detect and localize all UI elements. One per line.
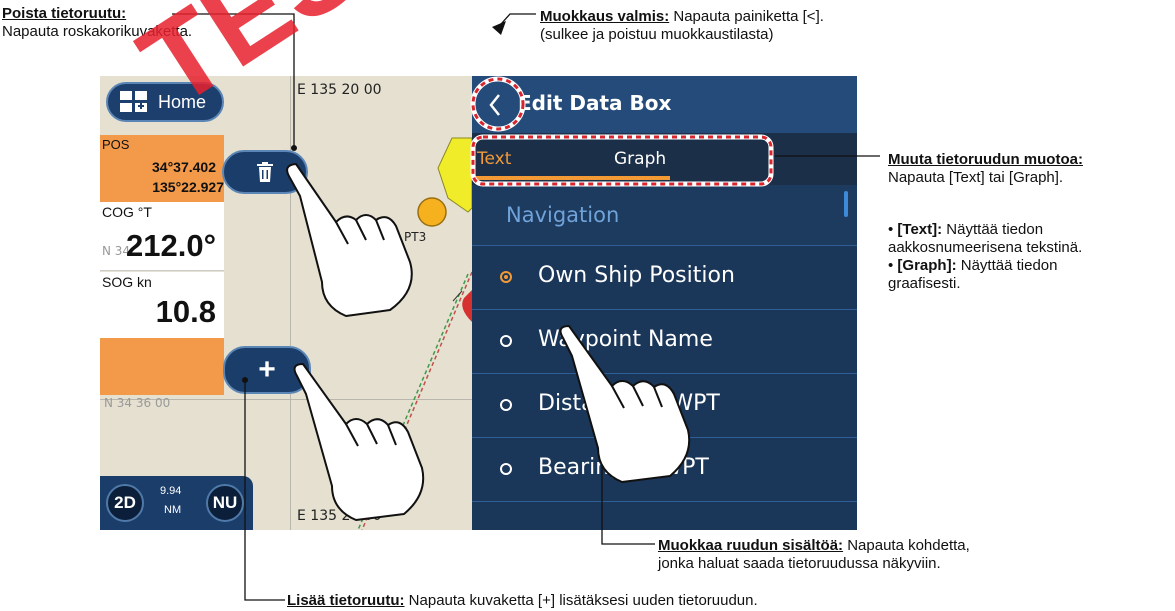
- callout-done-title: Muokkaus valmis:: [540, 8, 670, 25]
- section-header: Navigation: [472, 185, 857, 245]
- highlight-back-button: [471, 77, 525, 131]
- trash-icon: [257, 162, 273, 182]
- home-button-label: Home: [158, 91, 207, 112]
- radio-unselected-icon: [500, 399, 512, 411]
- panel-title: Edit Data Box: [518, 91, 672, 115]
- range-value: 9.94: [160, 485, 182, 497]
- leader-dot: [291, 145, 297, 151]
- format-bullet-text-desc: Näyttää tiedon: [942, 221, 1044, 238]
- pointing-hand-icon: [559, 325, 691, 483]
- chart-gridline: [290, 76, 291, 530]
- watermark: TEST: [118, 0, 443, 132]
- tab-text[interactable]: Text: [477, 149, 512, 169]
- radio-unselected-icon: [500, 335, 512, 347]
- radio-selected-icon: [500, 271, 512, 283]
- callout-delete-text: Napauta roskakorikuvaketta.: [2, 23, 193, 40]
- callout-delete-title: Poista tietoruutu:: [2, 5, 127, 22]
- callout-done-text2: (sulkee ja poistuu muokkaustilasta): [540, 26, 774, 43]
- tab-graph[interactable]: Graph: [614, 149, 667, 169]
- app-grid-icon: [120, 91, 147, 112]
- callout-edit-title: Muokkaa ruudun sisältöä:: [658, 537, 844, 554]
- plus-icon: +: [258, 353, 276, 386]
- list-item[interactable]: [472, 501, 857, 530]
- watermark-text: TEST: [118, 0, 443, 132]
- callout-format: Muuta tietoruudun muotoa: Napauta [Text]…: [888, 151, 1083, 187]
- databox-pos[interactable]: POS 34°37.402 135°22.927: [100, 135, 224, 202]
- active-tab-indicator: [476, 176, 670, 180]
- pointing-hand-icon: [293, 363, 425, 521]
- list-item-waypoint-name[interactable]: Waypoint Name: [472, 309, 857, 373]
- list-item-label: Own Ship Position: [538, 263, 735, 288]
- databox-pos-lon: 135°22.927: [152, 179, 224, 195]
- format-bullet-text-label: [Text]:: [897, 221, 943, 238]
- route-line: [452, 290, 463, 302]
- databox-title: COG °T: [102, 204, 152, 220]
- callout-format-title: Muuta tietoruudun muotoa:: [888, 151, 1083, 168]
- home-button[interactable]: Home: [106, 82, 224, 122]
- databox-cog[interactable]: COG °T N 34 212.0°: [100, 202, 224, 271]
- range-unit: NM: [164, 504, 182, 516]
- format-bullet-graph-label: [Graph]:: [897, 257, 957, 274]
- waypoint-marker-red: [462, 290, 472, 322]
- delete-databox-button[interactable]: [222, 150, 308, 194]
- databox-sog-value: 10.8: [155, 294, 216, 329]
- panel-header: Edit Data Box: [472, 76, 857, 133]
- leader-arrowhead: [492, 21, 506, 35]
- highlight-tabs: [470, 134, 774, 187]
- waypoint-marker: [417, 197, 447, 227]
- add-databox-button[interactable]: +: [223, 346, 311, 394]
- waypoint-label: PT3: [404, 230, 427, 244]
- scrollbar[interactable]: [844, 191, 848, 217]
- callout-format-text: Napauta [Text] tai [Graph].: [888, 169, 1064, 186]
- databox-title: SOG kn: [102, 274, 152, 290]
- callout-add: Lisää tietoruutu: Napauta kuvaketta [+] …: [287, 592, 758, 610]
- callout-add-title: Lisää tietoruutu:: [287, 592, 405, 609]
- leader-dot: [242, 377, 248, 383]
- format-tabs: Text Graph: [472, 133, 857, 185]
- pointing-hand-icon: [286, 163, 413, 317]
- highlight-tabs: [471, 135, 773, 186]
- callout-done-text: Napauta painiketta [<].: [669, 8, 824, 25]
- list-item-own-ship-position[interactable]: Own Ship Position: [472, 245, 857, 309]
- callout-add-text: Napauta kuvaketta [+] lisätäksesi uuden …: [404, 592, 758, 609]
- leader-lines: [172, 13, 880, 601]
- chart-gridline: [100, 399, 472, 400]
- databox-sog[interactable]: SOG kn 10.8: [100, 272, 224, 338]
- radio-unselected-icon: [500, 463, 512, 475]
- chart-longitude-top: E 135 20 00: [297, 82, 382, 98]
- format-bullet-text-desc2: aakkosnumeerisena tekstinä.: [888, 239, 1083, 256]
- callout-edit: Muokkaa ruudun sisältöä: Napauta kohdett…: [658, 537, 970, 573]
- bottom-bar: 2D 9.94 NM NU: [100, 476, 253, 530]
- databox-cog-value: 212.0°: [126, 228, 216, 263]
- section-title: Navigation: [506, 203, 620, 227]
- callout-done: Muokkaus valmis: Napauta painiketta [<].…: [540, 8, 824, 44]
- back-chevron-icon[interactable]: [488, 93, 502, 117]
- callout-delete: Poista tietoruutu: Napauta roskakorikuva…: [2, 5, 192, 41]
- databox-pos-lat: 34°37.402: [152, 159, 216, 175]
- view-mode-button[interactable]: 2D: [106, 484, 144, 522]
- callout-edit-text2: jonka haluat saada tietoruudussa näkyvii…: [658, 555, 941, 572]
- chart-latitude-label-partial: N 34: [102, 244, 131, 258]
- chart-zone: [437, 137, 472, 213]
- orientation-button[interactable]: NU: [206, 484, 244, 522]
- callout-format-bullets: • [Text]: Näyttää tiedon aakkosnumeerise…: [888, 221, 1083, 292]
- chart-latitude-label: N 34 36 00: [104, 396, 171, 410]
- format-bullet-graph-desc: Näyttää tiedon: [956, 257, 1058, 274]
- callout-edit-text: Napauta kohdetta,: [843, 537, 970, 554]
- databox-empty[interactable]: [100, 338, 224, 395]
- view-mode-label: 2D: [114, 493, 136, 512]
- databox-title: POS: [102, 137, 130, 152]
- format-bullet-graph-desc2: graafisesti.: [888, 275, 961, 292]
- orientation-label: NU: [212, 493, 238, 512]
